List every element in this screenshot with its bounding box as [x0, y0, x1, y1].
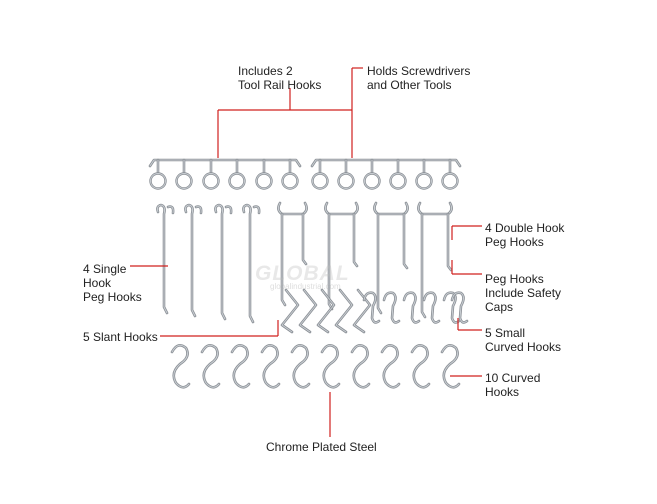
double-peg-hook-arm [376, 212, 383, 315]
single-peg-hook [242, 203, 255, 324]
small-curved-hook [382, 291, 401, 324]
double-peg-hook-top [324, 201, 359, 216]
tool-rail-right-loop [311, 172, 329, 190]
single-peg-hook-clip [252, 205, 261, 215]
single-peg-hook [156, 203, 169, 315]
curved-s-hook [260, 343, 281, 389]
small-curved-hook [402, 291, 421, 324]
tool-rail-right-bar [310, 158, 462, 168]
double-peg-hook-top [373, 201, 409, 216]
double-peg-hook-arm [352, 212, 359, 268]
small-curved-hook [450, 291, 469, 324]
tool-rail-left-loop [175, 172, 193, 190]
label-slant-hooks: 5 Slant Hooks [83, 330, 158, 344]
double-peg-hook-arm [301, 212, 308, 266]
tool-rail-left-loop [202, 172, 220, 190]
curved-s-hook [410, 343, 431, 389]
tool-rail-left-loop [255, 172, 273, 190]
curved-s-hook [230, 343, 251, 389]
curved-s-hook [350, 343, 371, 389]
curved-s-hook [320, 343, 341, 389]
hooks-layer [148, 158, 469, 389]
watermark-site: globalindustrial.com [270, 282, 341, 291]
tool-rail-left-loop [149, 172, 167, 190]
tool-rail-left-bar [148, 158, 302, 168]
curved-s-hook [380, 343, 401, 389]
tool-rail-left-loop [281, 172, 299, 190]
small-curved-hook [362, 291, 381, 324]
curved-s-hook [290, 343, 311, 389]
single-peg-hook-clip [224, 205, 233, 215]
single-peg-hook [214, 203, 227, 321]
tool-rail-right-loop [389, 172, 407, 190]
double-peg-hook-arm [446, 212, 453, 272]
small-curved-hook [422, 291, 441, 324]
watermark-brand: GLOBAL [255, 262, 350, 285]
label-chrome-plated: Chrome Plated Steel [266, 440, 377, 454]
double-peg-hook-arm [420, 212, 427, 319]
slant-hook [352, 288, 372, 334]
single-peg-hook-clip [166, 205, 175, 215]
small-curved-hook [442, 291, 461, 324]
single-peg-hook-clip [194, 205, 203, 215]
slant-hook [298, 288, 318, 334]
slant-hook [334, 288, 354, 334]
curved-s-hook [440, 343, 461, 389]
slant-hook [316, 288, 336, 334]
tool-rail-right-loop [441, 172, 459, 190]
curved-s-hook [200, 343, 221, 389]
slant-hook [280, 288, 300, 334]
single-peg-hook [184, 203, 197, 318]
callout-lines [130, 67, 482, 437]
double-peg-hook-top [417, 201, 453, 216]
tool-rail-right-loop [415, 172, 433, 190]
double-peg-hook-arm [402, 212, 409, 270]
tool-rail-right-loop [337, 172, 355, 190]
double-peg-hook-arm [280, 212, 287, 307]
tool-rail-left-loop [228, 172, 246, 190]
double-peg-hook-top [277, 201, 308, 216]
curved-s-hook [170, 343, 191, 389]
tool-rail-right-loop [363, 172, 381, 190]
